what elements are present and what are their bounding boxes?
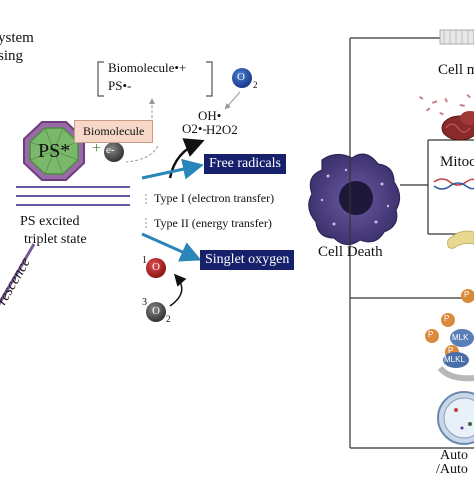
biomolecule-box: Biomolecule (74, 120, 154, 143)
dying-cell-icon (308, 153, 401, 246)
ps-label: PS* (38, 140, 71, 162)
hydrogen-peroxide: H2O2 (206, 122, 238, 137)
cell-membrane-icon (439, 29, 474, 45)
free-radicals-arrow (141, 158, 204, 180)
oxygen-ball-icon (232, 68, 252, 88)
mlkl-label: MLKL (444, 355, 465, 364)
phospho-p-4: P (448, 346, 454, 355)
membrane-debris-icon (419, 94, 471, 116)
cell-membrane-label: Cell m (438, 62, 474, 78)
dna-fragment-icon (433, 178, 474, 190)
superoxide: O2•- (182, 121, 207, 136)
left-cut-label-1: ystem (0, 30, 34, 46)
mitochondria-icon (441, 111, 474, 141)
electron-icon (104, 142, 124, 162)
singlet-oxygen-arrow (141, 232, 202, 262)
singlet-oxygen-icon (146, 258, 166, 278)
top-oxygen-sub: 2 (253, 80, 258, 90)
type1-curved-arrow (168, 138, 205, 179)
singlet-o: O (152, 261, 160, 273)
autophagosome-icon (437, 391, 474, 445)
triplet-superscript: 3 (142, 297, 147, 308)
oxygen-to-products-arrow (224, 91, 241, 110)
triplet-o: O (152, 305, 160, 317)
biomolecule-radical-cation: Biomolecule•+ (108, 60, 187, 75)
autophagy-label-1: Auto (440, 448, 468, 463)
left-bracket (97, 61, 104, 97)
electron-dashed-link (125, 145, 159, 163)
mitochondria-label: Mitoc (440, 154, 474, 170)
hydroxyl-radical: OH• (198, 108, 222, 123)
free-radicals-label: Free radicals (204, 154, 286, 174)
triplet-sub: 2 (166, 314, 171, 324)
ps-radical-anion: PS•- (108, 78, 132, 93)
triplet-oxygen-icon (146, 302, 166, 322)
phospho-p-2: P (444, 314, 450, 323)
fluorescence-line (0, 243, 36, 306)
electron-label: e- (106, 144, 115, 156)
type1-label: Type I (electron transfer) (154, 191, 275, 205)
singlet-oxygen-label: Singlet oxygen (200, 250, 295, 270)
mlkl-complex-icon (425, 289, 474, 382)
type2-label: Type II (energy transfer) (154, 216, 272, 230)
phospho-p-3: P (428, 330, 434, 339)
top-oxygen-o: O (237, 71, 245, 83)
phospho-p-1: P (464, 290, 470, 299)
cell-death-label: Cell Death (318, 244, 383, 260)
right-bracket (206, 61, 213, 97)
ps-excited-label-2: triplet state (24, 232, 87, 247)
organelle-fragment-icon (447, 230, 474, 249)
mlk-label: MLK (452, 333, 469, 342)
ps-excited-label-1: PS excited (20, 214, 80, 229)
autophagy-label-2: /Auto (436, 462, 468, 477)
left-cut-label-2: sing (0, 48, 24, 64)
plus-sign: + (92, 140, 102, 157)
singlet-superscript: 1 (142, 255, 147, 266)
triplet-to-singlet-arrow (169, 273, 187, 307)
ps-molecule-icon (23, 121, 85, 181)
energy-level-lines (16, 186, 130, 206)
